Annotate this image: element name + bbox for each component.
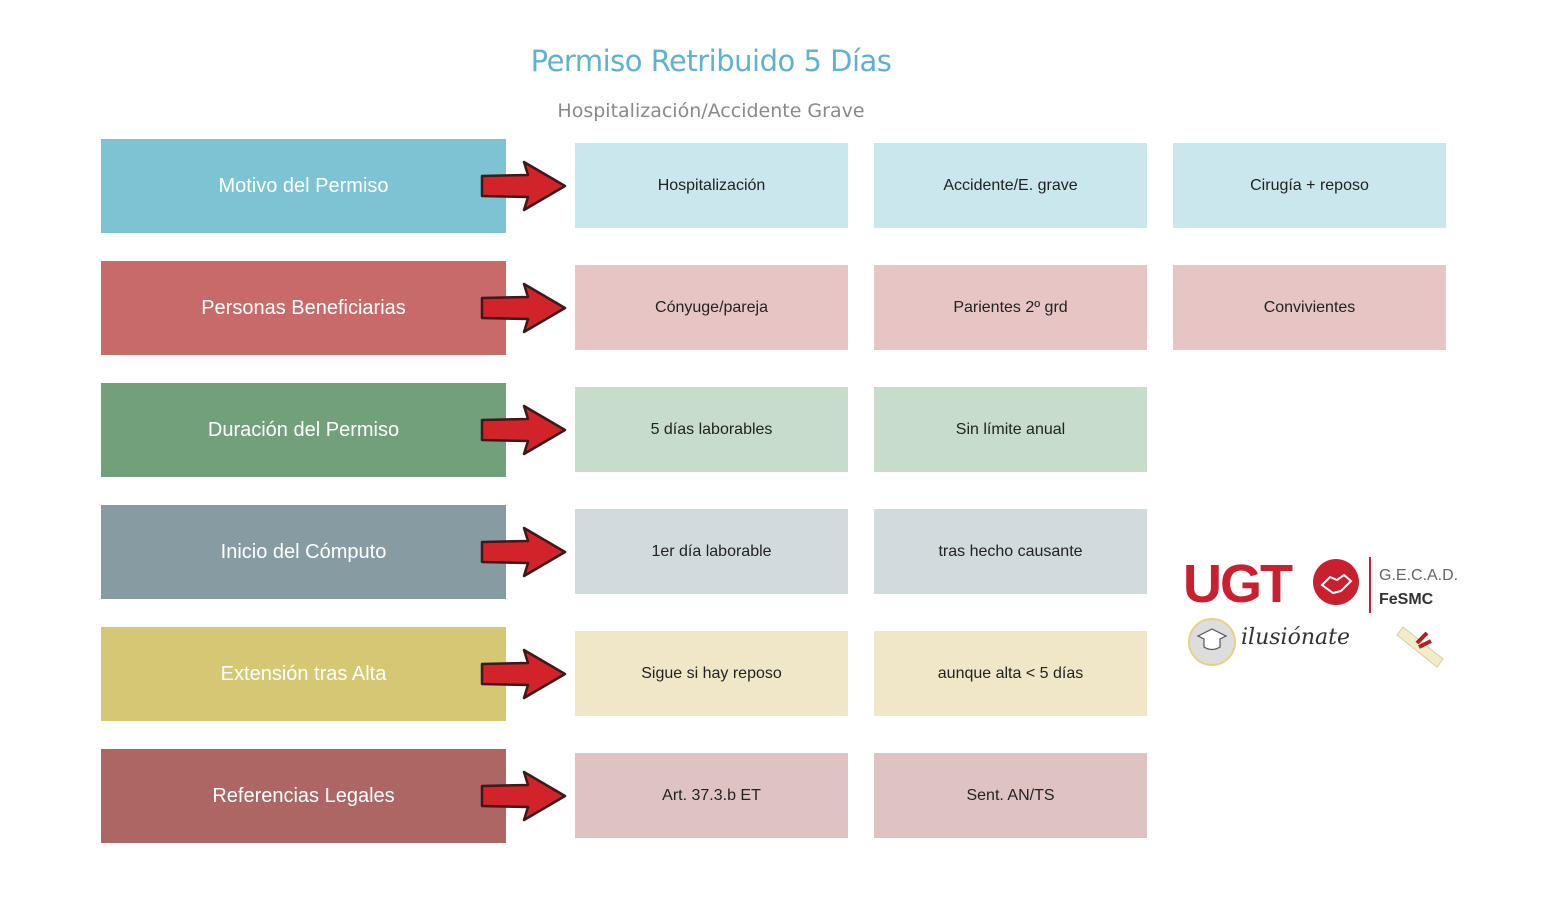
ugt-brand: UGT	[1183, 554, 1293, 614]
category-box: Motivo del Permiso	[101, 139, 506, 233]
graduation-cap-icon	[1188, 618, 1236, 666]
category-box: Inicio del Cómputo	[101, 505, 506, 599]
arrow-right-icon	[480, 647, 568, 701]
arrow-right-icon	[480, 769, 568, 823]
arrow-right-icon	[480, 403, 568, 457]
detail-label: aunque alta < 5 días	[937, 664, 1084, 682]
detail-box: Art. 37.3.b ET	[575, 753, 848, 838]
category-label: Inicio del Cómputo	[220, 540, 387, 563]
ugt-logo: UGT G.E.C.A.D. FeSMC ilusiónate	[1183, 553, 1473, 683]
detail-label: 5 días laborables	[650, 420, 773, 438]
detail-label: Cónyuge/pareja	[655, 298, 768, 316]
detail-box: tras hecho causante	[874, 509, 1147, 594]
category-label: Referencias Legales	[212, 784, 395, 807]
diploma-scroll-icon	[1393, 619, 1451, 671]
arrow-right-icon	[480, 281, 568, 335]
detail-label: Parientes 2º grd	[953, 298, 1068, 316]
page-subtitle: Hospitalización/Accidente Grave	[557, 100, 865, 122]
category-box: Referencias Legales	[101, 749, 506, 843]
detail-box: 5 días laborables	[575, 387, 848, 472]
detail-label: Art. 37.3.b ET	[662, 786, 761, 804]
category-box: Duración del Permiso	[101, 383, 506, 477]
category-label: Motivo del Permiso	[218, 174, 389, 197]
tagline: ilusiónate	[1241, 625, 1350, 650]
category-label: Extensión tras Alta	[220, 662, 387, 685]
detail-box: Accidente/E. grave	[874, 143, 1147, 228]
handshake-icon	[1313, 559, 1359, 605]
detail-label: 1er día laborable	[651, 542, 772, 560]
detail-box: Cónyuge/pareja	[575, 265, 848, 350]
detail-box: aunque alta < 5 días	[874, 631, 1147, 716]
detail-label: Cirugía + reposo	[1250, 176, 1369, 194]
detail-box: Parientes 2º grd	[874, 265, 1147, 350]
detail-box: Sent. AN/TS	[874, 753, 1147, 838]
detail-box: Sin límite anual	[874, 387, 1147, 472]
category-box: Personas Beneficiarias	[101, 261, 506, 355]
category-label: Personas Beneficiarias	[201, 296, 406, 319]
detail-box: Cirugía + reposo	[1173, 143, 1446, 228]
detail-label: Hospitalización	[657, 176, 766, 194]
detail-label: Accidente/E. grave	[943, 176, 1078, 194]
arrow-right-icon	[480, 525, 568, 579]
detail-box: Sigue si hay reposo	[575, 631, 848, 716]
detail-box: 1er día laborable	[575, 509, 848, 594]
detail-label: Sin límite anual	[955, 420, 1066, 438]
category-label: Duración del Permiso	[207, 418, 400, 441]
detail-label: tras hecho causante	[938, 542, 1083, 560]
detail-box: Convivientes	[1173, 265, 1446, 350]
logo-divider	[1369, 557, 1371, 613]
org-line-1: G.E.C.A.D.	[1379, 567, 1459, 584]
arrow-right-icon	[480, 159, 568, 213]
detail-label: Convivientes	[1263, 298, 1356, 316]
category-box: Extensión tras Alta	[101, 627, 506, 721]
page-title: Permiso Retribuido 5 Días	[530, 44, 892, 78]
detail-box: Hospitalización	[575, 143, 848, 228]
detail-label: Sent. AN/TS	[966, 786, 1055, 804]
org-line-2: FeSMC	[1379, 591, 1434, 608]
detail-label: Sigue si hay reposo	[641, 664, 782, 682]
